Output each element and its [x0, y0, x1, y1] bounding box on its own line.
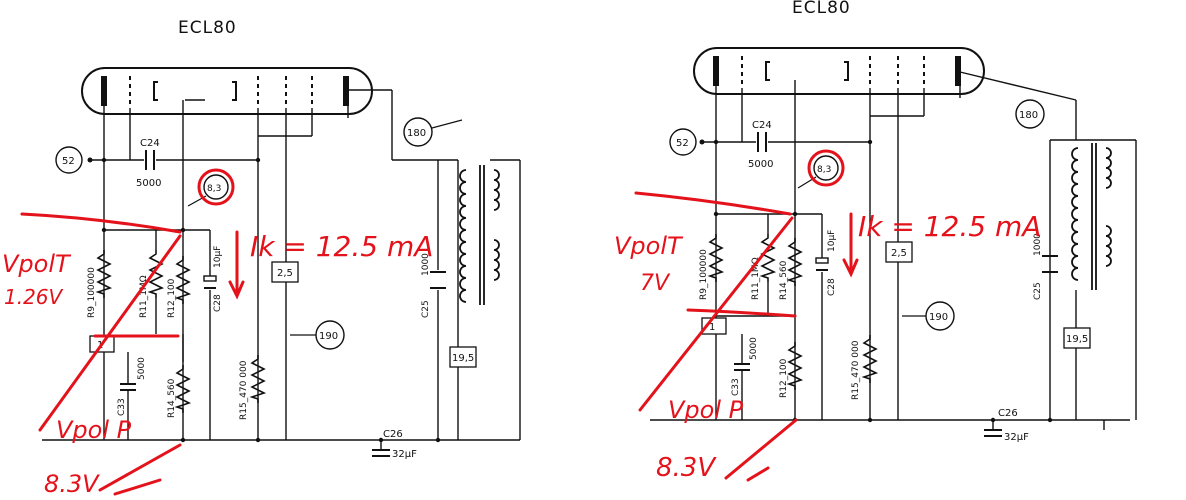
- right-schematic: ECL80: [614, 0, 1137, 483]
- right-annotation-strokes: [634, 149, 859, 482]
- left-testpoint-180: [403, 117, 433, 147]
- left-r9-label: R9_100000: [87, 267, 97, 318]
- left-c24-value: 5000: [136, 178, 161, 189]
- left-testpoint-83: [203, 174, 229, 200]
- right-testpoint-83-label: 8,3: [817, 165, 831, 175]
- left-c33-value: 5000: [137, 357, 147, 380]
- left-box-195-label: 19,5: [452, 353, 474, 364]
- right-annotation-vpolt-value: 7V: [640, 271, 671, 296]
- left-r14-label: R14_560: [167, 378, 177, 418]
- left-r11-label: R11_1MΩ: [139, 275, 149, 318]
- right-testpoint-52: [669, 128, 697, 156]
- right-box-195: [1063, 327, 1091, 349]
- left-tube-anode: [343, 76, 349, 106]
- left-box-195: [449, 346, 477, 368]
- right-tube-bracket-r: [844, 61, 849, 81]
- right-annotation-ik: Ik = 12.5 mA: [858, 210, 1041, 243]
- left-annotation-vpolt: VpolT: [2, 250, 72, 278]
- left-c24-label: C24: [140, 138, 160, 149]
- left-c28-label: C28: [213, 294, 223, 312]
- left-c26-value: 32μF: [392, 449, 417, 460]
- left-c28-plate: [203, 275, 217, 282]
- left-annotation-vpolt-value: 1.26V: [4, 285, 64, 309]
- right-junctions: [713, 139, 1053, 423]
- right-annotation-vpolp-value: 8.3V: [656, 453, 717, 483]
- right-node-52: [699, 139, 705, 145]
- right-r12-label: R12_100: [779, 358, 789, 398]
- right-c26-value: 32μF: [1004, 432, 1029, 443]
- left-testpoint-52: [55, 146, 83, 174]
- left-tube-title: ECL80: [178, 18, 237, 38]
- left-annotation-ik: Ik = 12.5 mA: [250, 230, 433, 263]
- left-annotation-vpolp: Vpol P: [56, 416, 132, 444]
- right-annotation-vpolt: VpolT: [614, 232, 684, 260]
- right-c25-value: 1000: [1033, 233, 1043, 256]
- right-testpoint-190-label: 190: [929, 312, 948, 323]
- left-tube-envelope: [81, 67, 373, 115]
- right-testpoint-180-label: 180: [1019, 110, 1038, 121]
- left-c25-label: C25: [421, 300, 431, 318]
- left-transformer: [459, 165, 500, 305]
- left-testpoint-52-label: 52: [62, 156, 75, 167]
- right-tube-title: ECL80: [792, 0, 851, 18]
- right-annotation-vpolp: Vpol P: [668, 396, 744, 424]
- right-transformer: [1071, 143, 1112, 290]
- right-box-25-label: 2,5: [891, 248, 907, 259]
- right-c24-value: 5000: [748, 159, 773, 170]
- right-c33-label: C33: [731, 378, 741, 396]
- left-c25-value: 1000: [421, 253, 431, 276]
- right-tube-anode: [955, 56, 961, 86]
- right-box-195-label: 19,5: [1066, 334, 1088, 345]
- left-node-52: [87, 157, 93, 163]
- left-box-25: [271, 261, 299, 283]
- right-r15-label: R15_470 000: [851, 340, 861, 400]
- right-tube-cathode: [713, 56, 719, 86]
- right-c26-label: C26: [998, 408, 1018, 419]
- right-r14-label: R14_560: [779, 260, 789, 300]
- left-c28-value: 10μF: [213, 246, 223, 268]
- left-annotation-strokes: [20, 168, 245, 496]
- right-c25-label: C25: [1033, 282, 1043, 300]
- right-testpoint-83: [813, 155, 839, 181]
- right-c24-label: C24: [752, 120, 772, 131]
- left-wires: [42, 89, 521, 441]
- left-testpoint-190-label: 190: [319, 331, 338, 342]
- left-testpoint-180-leader: [431, 119, 463, 129]
- left-r12-label: R12_100: [167, 278, 177, 318]
- left-tube-bracket-r: [232, 81, 237, 101]
- left-c26-label: C26: [383, 429, 403, 440]
- right-c28-value: 10μF: [827, 230, 837, 252]
- right-testpoint-52-label: 52: [676, 138, 689, 149]
- left-testpoint-180-label: 180: [407, 128, 426, 139]
- left-tube-cathode: [101, 76, 107, 106]
- right-testpoint-180: [1015, 99, 1045, 129]
- right-c28-plate: [815, 257, 829, 264]
- right-box-small-label: 1: [709, 322, 715, 333]
- right-tube-envelope: [693, 47, 985, 95]
- right-r9-label: R9_100000: [699, 249, 709, 300]
- left-r15-label: R15_470 000: [239, 360, 249, 420]
- left-schematic: ECL80: [2, 18, 521, 498]
- right-c33-value: 5000: [749, 337, 759, 360]
- left-box-25-label: 2,5: [277, 268, 293, 279]
- right-box-25: [885, 241, 913, 263]
- left-junctions: [101, 157, 441, 443]
- left-tube-bracket-l: [153, 81, 158, 101]
- left-testpoint-83-label: 8,3: [207, 184, 221, 194]
- right-tube-bracket-l: [765, 61, 770, 81]
- right-r11-label: R11_1MΩ: [751, 257, 761, 300]
- right-c28-label: C28: [827, 278, 837, 296]
- left-c33-label: C33: [117, 398, 127, 416]
- left-annotation-vpolp-value: 8.3V: [44, 470, 100, 498]
